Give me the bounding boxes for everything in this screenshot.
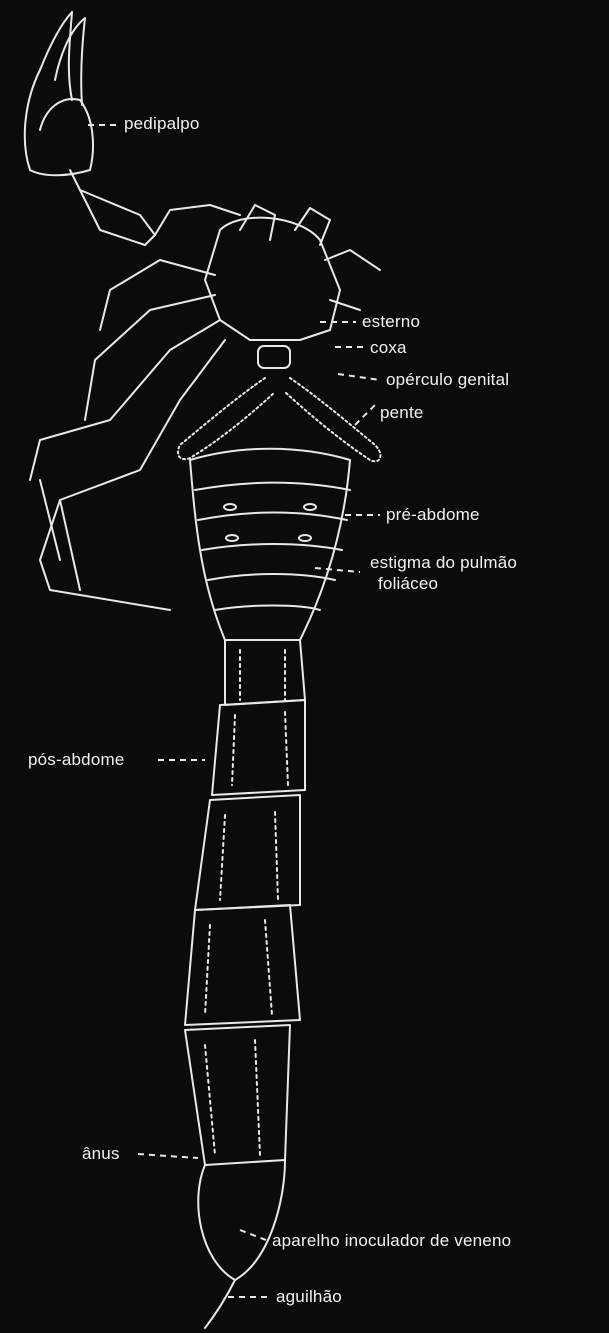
- preabdomen-seg-4: [208, 574, 335, 580]
- genital-operculum: [258, 346, 290, 368]
- tail-seg-2: [212, 700, 305, 795]
- leg-left-4b: [40, 480, 80, 590]
- tail-seg-5: [185, 1025, 290, 1165]
- label-estigma-line2: foliáceo: [378, 574, 438, 594]
- tail-seg-1: [225, 640, 305, 705]
- telson-vesicle: [198, 1160, 285, 1280]
- chelicera-left: [240, 205, 275, 240]
- leader-pente: [355, 405, 375, 425]
- preabdomen-seg-3: [202, 544, 342, 550]
- label-esterno: esterno: [362, 312, 420, 332]
- pedipalp-arm: [70, 170, 240, 235]
- leg-left-1: [100, 260, 215, 330]
- leg-left-3: [30, 320, 220, 480]
- leader-estigma: [315, 568, 360, 572]
- tail-seg-4: [185, 905, 300, 1025]
- leg-right-1: [325, 250, 380, 270]
- stigma-1: [224, 504, 236, 510]
- preabdomen-seg-5: [215, 606, 320, 611]
- label-anus: ânus: [82, 1144, 120, 1164]
- label-pente: pente: [380, 403, 424, 423]
- preabdomen-seg-2: [198, 513, 347, 521]
- aculeus-sting: [205, 1280, 235, 1328]
- label-aguilhao: aguilhão: [276, 1287, 342, 1307]
- label-pedipalpo: pedipalpo: [124, 114, 200, 134]
- preabdomen-seg-1: [195, 483, 350, 491]
- prosoma: [205, 218, 340, 340]
- pecten-left: [178, 378, 275, 459]
- label-estigma-line1: estigma do pulmão: [370, 553, 517, 573]
- leader-lines: [88, 125, 380, 1297]
- leader-aparelho: [240, 1230, 266, 1240]
- stigma-2: [304, 504, 316, 510]
- label-aparelho-inoculador: aparelho inoculador de veneno: [272, 1231, 511, 1251]
- label-operculo-genital: opérculo genital: [386, 370, 509, 390]
- label-pre-abdome: pré-abdome: [386, 505, 480, 525]
- tail-seg-3: [195, 795, 300, 910]
- label-coxa: coxa: [370, 338, 407, 358]
- stigma-3: [226, 535, 238, 541]
- scorpion-illustration: [25, 12, 381, 1328]
- stigma-4: [299, 535, 311, 541]
- pecten-right: [285, 378, 380, 461]
- leg-left-4: [40, 340, 225, 610]
- leader-operculo: [338, 374, 380, 380]
- label-pos-abdome: pós-abdome: [28, 750, 125, 770]
- pedipalp-segment: [80, 190, 155, 245]
- leader-anus: [138, 1154, 198, 1158]
